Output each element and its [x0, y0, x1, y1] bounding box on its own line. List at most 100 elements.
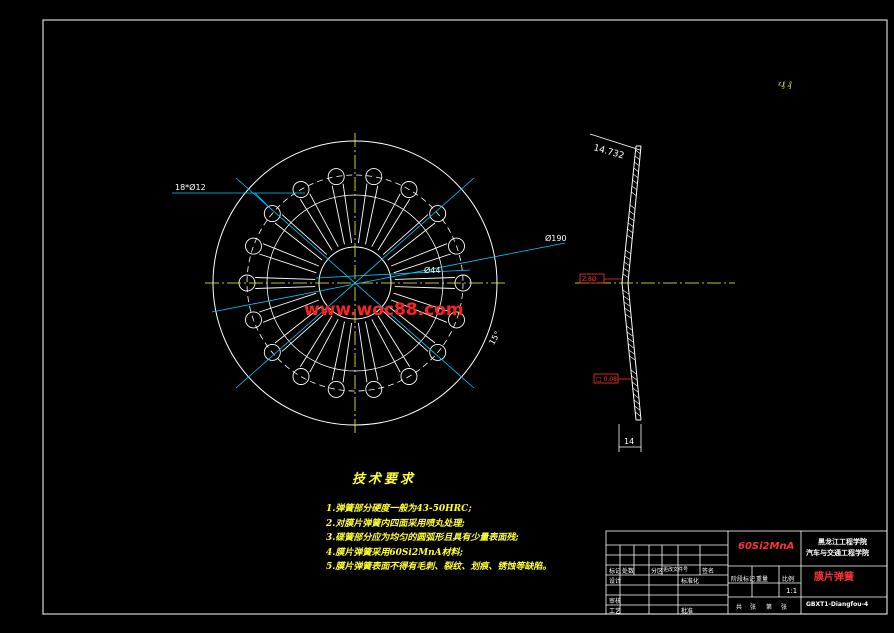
scale-text: 1:1: [786, 587, 798, 595]
finger-slot: [371, 315, 411, 373]
hatch-line: [631, 185, 638, 191]
finger-slot: [331, 183, 353, 245]
finger-slot: [299, 315, 339, 373]
hatch-line: [627, 337, 634, 343]
hole-pattern: [238, 168, 472, 398]
hatch-line: [622, 289, 629, 295]
finger-slot: [394, 277, 455, 289]
hatch-line: [635, 411, 641, 417]
finger-slot: [274, 214, 328, 261]
hatch-line: [624, 255, 631, 261]
spring-hole: [429, 205, 447, 223]
hatch-line: [631, 191, 637, 197]
side-top-dim: 14.732: [592, 143, 625, 161]
tech-requirement-item: 2.对膜片弹簧内四面采用喷丸处理;: [326, 518, 465, 529]
hatch-line: [634, 161, 640, 167]
hatch-line: [628, 343, 634, 349]
spring-hole: [245, 237, 262, 255]
tb-standardize: 标准化: [681, 578, 700, 585]
finger-slot: [255, 277, 316, 289]
tb-craft: 工艺: [609, 608, 622, 615]
tb-page-unit: 张: [781, 604, 788, 611]
tb-count: 处数: [622, 568, 635, 575]
tech-requirements-title: 技术要求: [352, 472, 417, 487]
side-top-dim-line: [589, 133, 641, 151]
tb-weight: 重量: [756, 576, 769, 583]
hatch-line: [623, 261, 631, 267]
red-tol-frame-bottom: [593, 373, 619, 384]
inner-dia-leader: [315, 269, 471, 279]
hatch-line: [631, 381, 638, 387]
tb-design: 设计: [609, 578, 622, 585]
spring-hole: [292, 181, 310, 198]
tb-ratio: 比例: [782, 576, 795, 583]
drawing-frame: [42, 19, 888, 615]
hatch-line: [635, 149, 641, 155]
spring-hole: [245, 311, 262, 329]
inner-dia-dim: Ø44: [424, 265, 440, 275]
hatch-line: [627, 228, 634, 234]
tb-stage-mark: 阶段标记: [731, 576, 756, 583]
tb-sheet-unit: 张: [750, 604, 757, 611]
tb-approve: 批准: [681, 608, 694, 615]
spring-hole: [365, 168, 383, 186]
tech-requirement-item: 3.碟簧部分应为均匀的圆弧形且具有少量表面残;: [326, 533, 519, 543]
outer-dia-leader: [211, 242, 566, 313]
outer-dia-dim: Ø190: [545, 233, 567, 243]
hatch-line: [633, 399, 640, 405]
hatch-line: [623, 267, 630, 273]
finger-slot: [274, 305, 328, 352]
finger-slots: [255, 183, 455, 383]
hatch-line: [633, 167, 640, 173]
hatch-line: [626, 325, 633, 331]
red-tol-top: Z.8Ø: [582, 276, 597, 283]
hatch-line: [632, 173, 639, 179]
tb-page: 第: [766, 604, 773, 611]
red-tol-frame-top: [579, 273, 605, 284]
diagonal-centerline-2: [235, 177, 475, 389]
finger-slot: [357, 321, 379, 383]
school-text: 黑龙江工程学院: [818, 538, 867, 546]
hatch-line: [631, 375, 637, 381]
hatch-line: [624, 307, 631, 313]
hatch-line: [625, 313, 632, 319]
spring-hole: [327, 168, 345, 186]
front-view: 18*Ø12 Ø190 Ø44 15° www.woc88.com: [172, 133, 567, 433]
tech-requirement-item: 5.膜片弹簧表面不得有毛刺、裂纹、划痕、锈蚀等缺陷。: [326, 562, 552, 572]
hatch-line: [630, 369, 637, 375]
spring-hole: [448, 237, 465, 255]
tech-requirements-list: 1.弹簧部分硬度一般为43-50HRC; 2.对膜片弹簧内四面采用喷丸处理; 3…: [326, 502, 551, 575]
hatch-line: [632, 179, 638, 185]
top-right-mark: ᵡ₰ ₰: [777, 80, 793, 89]
red-tol-bottom: □ 0.08: [596, 376, 617, 383]
finger-slot: [382, 214, 436, 261]
hatch-line: [627, 222, 634, 228]
watermark: www.woc88.com: [304, 300, 464, 320]
hatch-line: [628, 216, 635, 222]
hatch-line: [629, 204, 636, 210]
finger-slot: [382, 305, 436, 352]
finger-slot: [391, 243, 451, 274]
hatch-line: [632, 387, 639, 393]
hatch-line: [626, 234, 633, 240]
hatch-line: [634, 155, 641, 161]
angle-dim: 15°: [487, 330, 502, 347]
spring-hole: [400, 368, 418, 385]
side-view: 14.732 14 Z.8Ø □ 0.08: [575, 133, 735, 452]
side-cone-inner: [621, 145, 637, 421]
hatch-line: [626, 331, 633, 337]
spring-hole: [448, 311, 465, 329]
tech-requirement-item: 4.膜片弹簧采用60Si2MnA材料;: [326, 547, 463, 558]
side-width-dim: 14: [624, 437, 634, 446]
holes-dim: 18*Ø12: [175, 182, 206, 192]
tb-zone: 分区: [651, 568, 664, 575]
finger-slot: [259, 243, 319, 274]
spring-hole: [263, 343, 281, 361]
finger-slot: [391, 292, 451, 323]
spring-hole: [327, 380, 345, 398]
finger-slot: [371, 193, 411, 251]
tb-mark: 标记: [609, 568, 622, 575]
spring-hole: [365, 380, 383, 398]
material-text: 60Si2MnA: [738, 541, 795, 552]
